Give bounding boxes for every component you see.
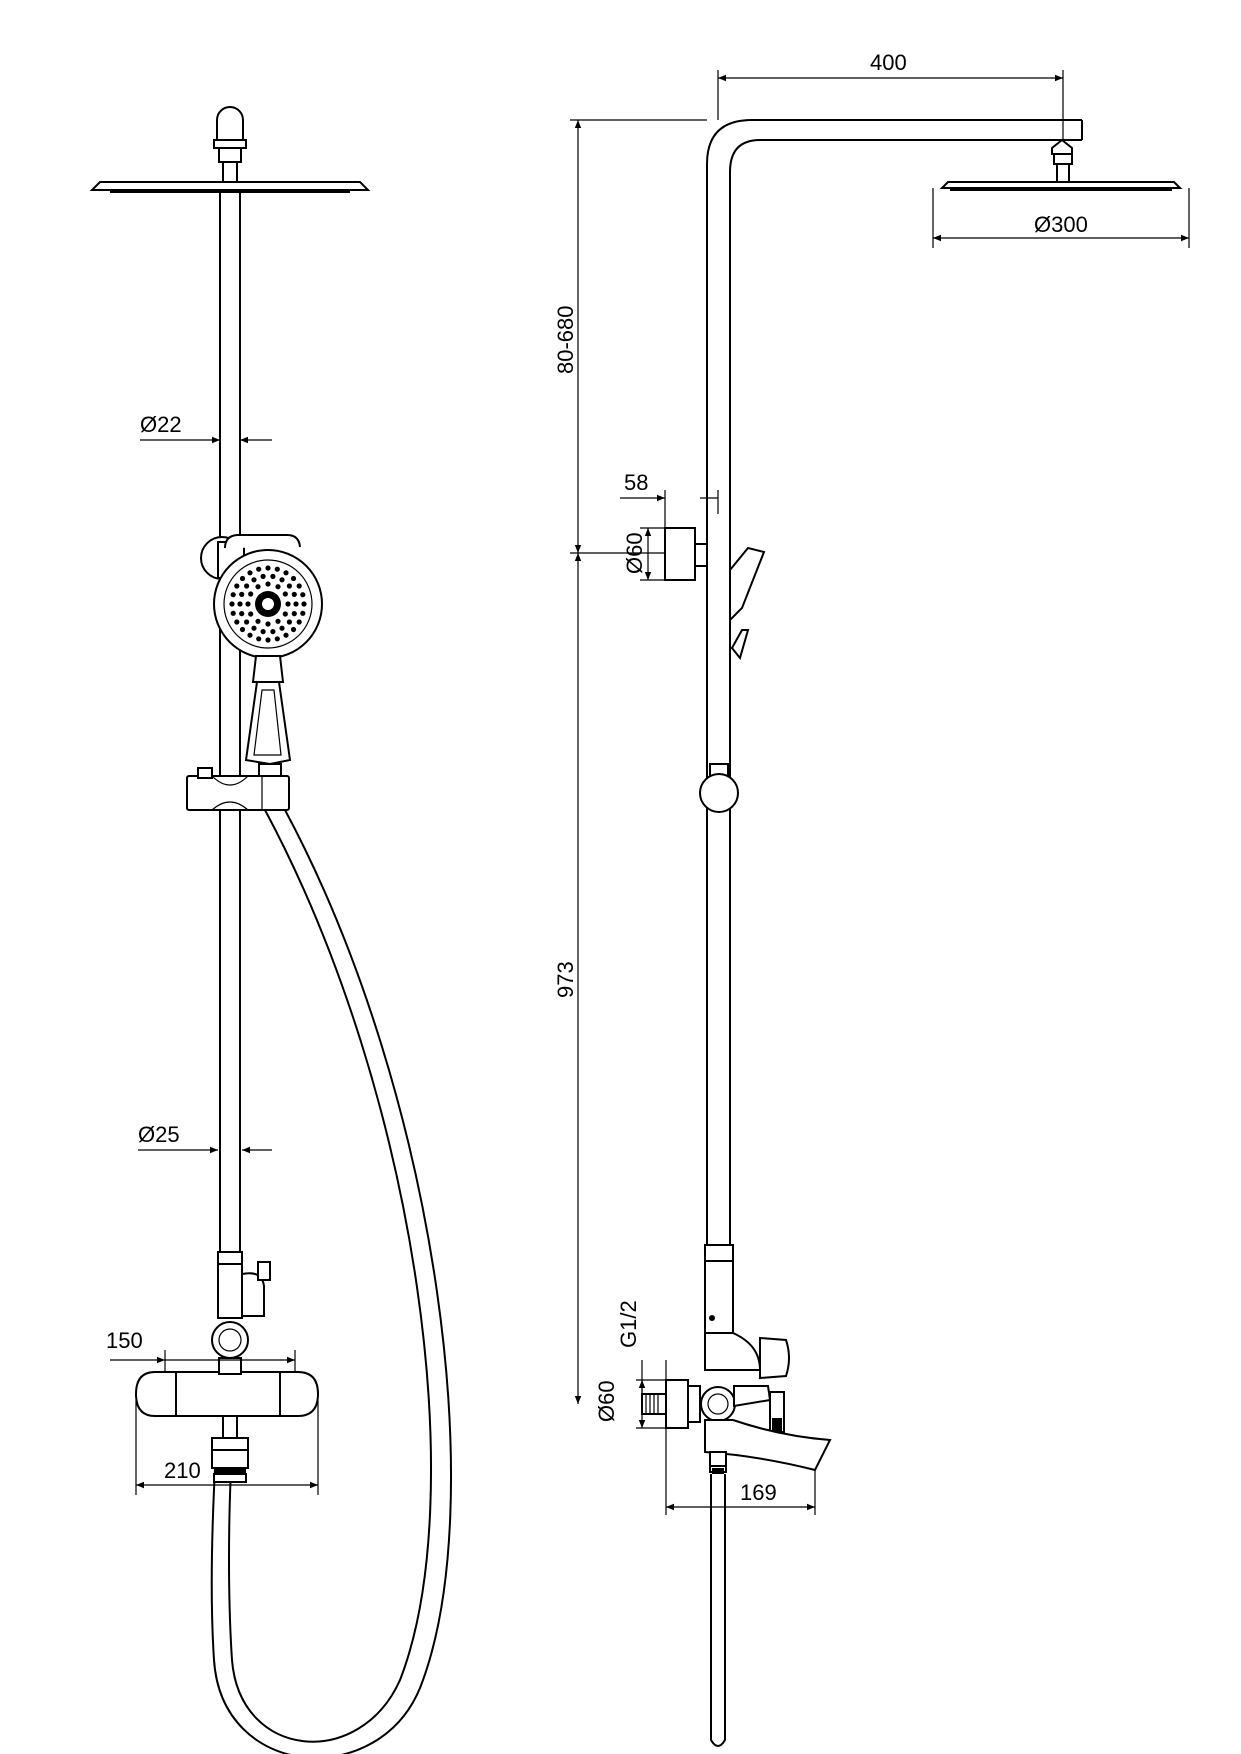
- hand-shower-nozzle-pattern: [229, 565, 307, 643]
- dim-mixer-width-front: 210: [135, 1400, 319, 1495]
- nozzle-dot: [283, 570, 289, 576]
- front-view: Ø22 Ø25 150 210: [89, 106, 452, 1754]
- dim-label-height-to-inlet: 973: [553, 961, 578, 998]
- nozzle-dot: [275, 584, 281, 590]
- nozzle-dot: [256, 566, 262, 572]
- dim-overhead-dia: Ø300: [932, 188, 1190, 248]
- hand-shower-bracket-side: [664, 527, 766, 661]
- nozzle-dot: [293, 601, 299, 607]
- dim-label-spout-reach: 169: [740, 1480, 777, 1505]
- overhead-shower-side: [939, 138, 1183, 191]
- nozzle-dot: [239, 626, 246, 633]
- dim-label-overhead-dia: Ø300: [1034, 212, 1088, 237]
- dim-inlet-cover-dia: Ø60: [594, 1379, 666, 1429]
- nozzle-dot: [290, 575, 297, 582]
- nozzle-dot: [251, 625, 257, 631]
- nozzle-dot: [244, 619, 250, 625]
- dim-inlet-thread: G1/2: [616, 1300, 667, 1394]
- dim-hand-shower-offset: 58: [620, 470, 719, 528]
- nozzle-dot: [260, 629, 266, 635]
- nozzle-dot: [230, 610, 236, 616]
- overhead-shower-front: [89, 106, 371, 193]
- nozzle-dot: [265, 621, 271, 627]
- slider-holder-side: [699, 763, 739, 813]
- dim-label-inlet-spacing: 150: [106, 1328, 143, 1353]
- nozzle-dot: [248, 611, 254, 617]
- nozzle-dot: [244, 583, 250, 589]
- nozzle-dot: [255, 584, 261, 590]
- dim-height-to-inlet: 973: [553, 552, 665, 1404]
- nozzle-dot: [265, 565, 271, 571]
- dim-inlet-spacing-front: 150: [106, 1328, 296, 1372]
- nozzle-dot: [239, 611, 245, 617]
- dim-label-hand-shower-offset: 58: [624, 470, 648, 495]
- nozzle-dot: [245, 601, 251, 607]
- nozzle-dot: [296, 619, 302, 625]
- dim-rail-lower-front: Ø25: [138, 1122, 272, 1154]
- dim-label-adjust-range: 80-680: [553, 305, 578, 374]
- slider-holder-front: [186, 767, 290, 811]
- nozzle-dot: [265, 637, 271, 643]
- dim-label-inlet-thread: G1/2: [616, 1300, 641, 1348]
- nozzle-dot: [239, 575, 246, 582]
- nozzle-dot: [285, 601, 291, 607]
- diverter-front: [211, 1251, 271, 1359]
- bath-mixer-front: [134, 1357, 320, 1483]
- nozzle-dot: [265, 581, 271, 587]
- nozzle-dot: [301, 601, 307, 607]
- side-view: 400 Ø300 80-680 973 58: [553, 50, 1190, 1747]
- nozzle-dot: [247, 570, 253, 576]
- nozzle-dot: [279, 577, 285, 583]
- riser-column-side: [706, 119, 1083, 1245]
- dim-label-rail-upper: Ø22: [140, 412, 182, 437]
- nozzle-dot: [229, 601, 235, 607]
- nozzle-dot: [237, 601, 243, 607]
- nozzle-dot: [300, 610, 306, 616]
- nozzle-dot: [234, 583, 240, 589]
- dim-spout-reach: 169: [665, 1428, 816, 1515]
- nozzle-dot: [283, 632, 289, 638]
- nozzle-dot: [234, 619, 240, 625]
- nozzle-dot: [251, 577, 257, 583]
- upper-rail-front: [219, 190, 241, 1255]
- dim-label-arm-reach: 400: [870, 50, 907, 75]
- nozzle-dot: [248, 591, 254, 597]
- nozzle-dot: [256, 636, 262, 642]
- nozzle-dot: [275, 618, 281, 624]
- nozzle-dot: [282, 591, 288, 597]
- nozzle-dot: [270, 573, 276, 580]
- nozzle-dot: [291, 611, 297, 617]
- dim-label-inlet-cover-dia: Ø60: [594, 1380, 619, 1422]
- nozzle-dot: [274, 636, 280, 642]
- dim-label-mixer-width: 210: [164, 1458, 201, 1483]
- nozzle-dot: [286, 619, 292, 625]
- bath-mixer-side: [641, 1244, 832, 1474]
- nozzle-dot: [286, 583, 292, 589]
- nozzle-dot: [239, 591, 245, 598]
- nozzle-dot: [291, 591, 297, 598]
- nozzle-dot: [230, 592, 236, 598]
- nozzle-dot: [270, 629, 276, 635]
- dim-label-rail-lower: Ø25: [138, 1122, 180, 1147]
- nozzle-dot: [255, 618, 261, 624]
- shower-hose-side: [710, 1474, 726, 1747]
- dim-label-hand-shower-dia: Ø60: [622, 532, 647, 574]
- nozzle-dot: [290, 626, 297, 633]
- overhead-nozzles: [110, 190, 350, 193]
- dim-rail-upper-front: Ø22: [140, 412, 272, 444]
- shower-hose-front: [210, 809, 452, 1754]
- nozzle-dot: [260, 573, 266, 580]
- nozzle-dot: [282, 611, 288, 617]
- dim-arm-reach: 400: [717, 50, 1064, 140]
- nozzle-dot: [247, 632, 253, 638]
- nozzle-dot: [296, 583, 302, 589]
- hand-shower-front: [213, 534, 323, 777]
- dim-hand-shower-dia: Ø60: [622, 527, 665, 581]
- inlet-thread-side: [641, 1393, 667, 1415]
- nozzle-dot: [274, 566, 280, 572]
- nozzle-dot: [300, 592, 306, 598]
- dim-adjust-range: 80-680: [553, 119, 707, 553]
- nozzle-dot: [279, 625, 285, 631]
